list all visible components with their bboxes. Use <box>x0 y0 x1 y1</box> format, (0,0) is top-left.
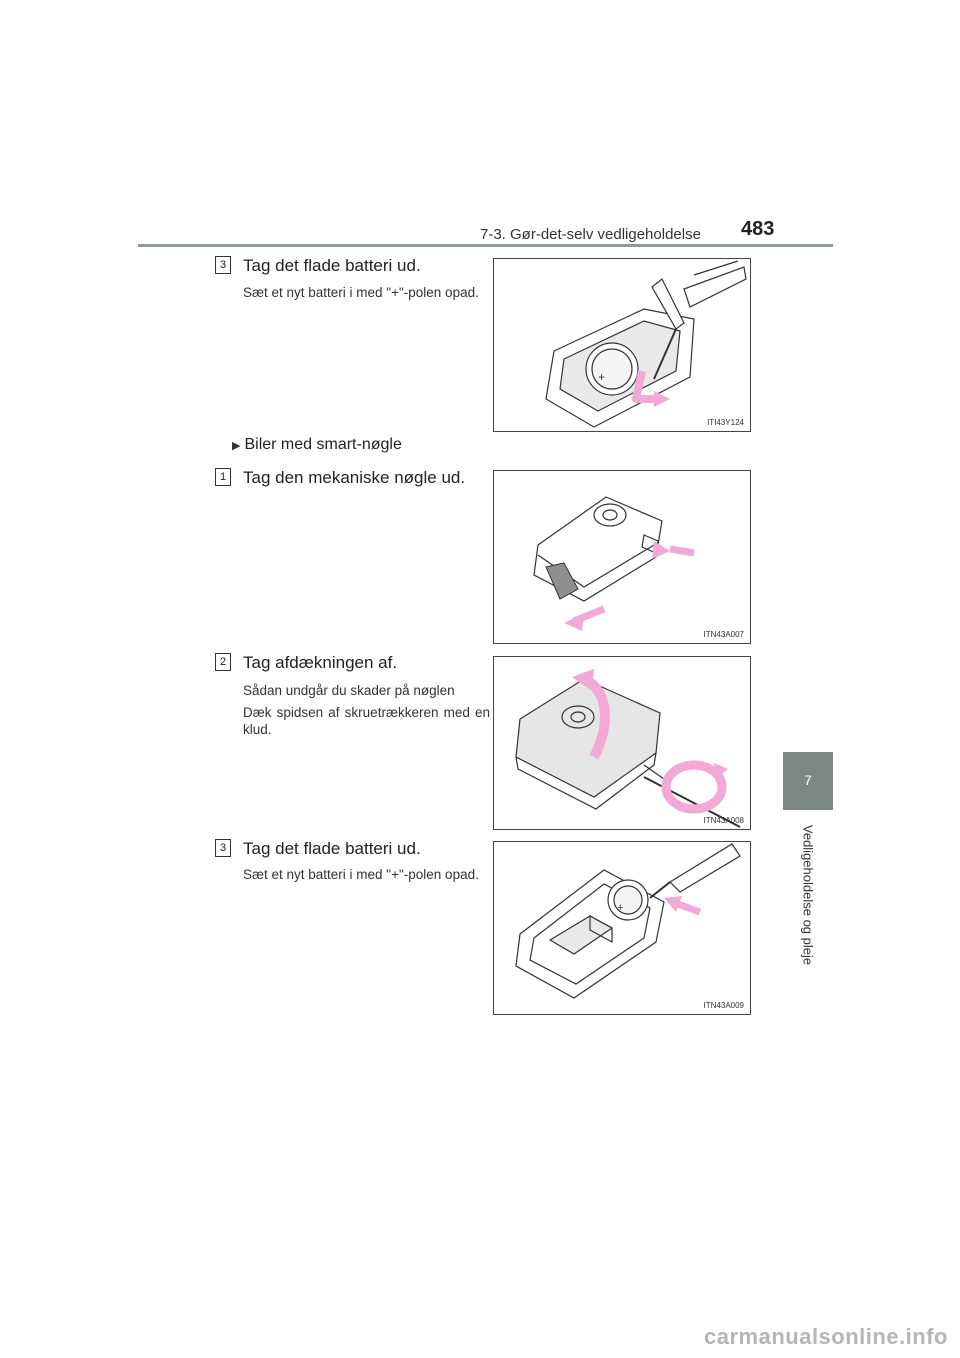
step-number: 3 <box>215 839 231 857</box>
figure-code: ITN43A007 <box>703 630 744 639</box>
svg-text:+: + <box>617 902 623 914</box>
svg-text:+: + <box>598 370 605 384</box>
chapter-tab: 7 <box>783 752 833 810</box>
subheading-text: Biler med smart-nøgle <box>244 436 402 453</box>
step-title: Tag det flade batteri ud. <box>243 256 421 275</box>
illustration <box>515 669 741 828</box>
figure-remove-cover: ITN43A008 <box>493 656 751 830</box>
watermark: carmanualsonline.info <box>704 1324 948 1349</box>
step-body: Sådan undgår du skader på nøglen <box>243 683 455 698</box>
figure-remove-mechanical-key: ITN43A007 <box>493 470 751 644</box>
section-title: 7-3. Gør-det-selv vedligeholdelse <box>480 226 701 243</box>
step-body: Dæk spidsen af skruetrækkeren med en klu… <box>243 705 490 737</box>
header-divider <box>138 244 833 247</box>
step-number: 1 <box>215 468 231 486</box>
chapter-number: 7 <box>804 772 812 788</box>
step-number: 2 <box>215 653 231 671</box>
illustration: + <box>515 843 741 999</box>
figure-remove-battery-smart-key: + ITN43A009 <box>493 841 751 1015</box>
step-title: Tag afdækningen af. <box>243 653 398 672</box>
illustration: + <box>545 260 747 428</box>
illustration <box>533 496 695 631</box>
figure-code: ITI43Y124 <box>707 418 744 427</box>
figure-code: ITN43A008 <box>703 816 744 825</box>
step-body: Sæt et nyt batteri i med "+"-polen opad. <box>243 285 479 300</box>
chapter-title: Vedligeholdelse og pleje <box>800 824 816 966</box>
triangle-icon: ▶ <box>232 440 241 452</box>
step-number: 3 <box>215 256 231 274</box>
figure-remove-battery: + ITI43Y124 <box>493 258 751 432</box>
step-title: Tag det flade batteri ud. <box>243 839 421 858</box>
step-body: Sæt et nyt batteri i med "+"-polen opad. <box>243 867 479 882</box>
page-number: 483 <box>741 218 775 240</box>
subheading: ▶Biler med smart-nøgle <box>232 436 402 454</box>
figure-code: ITN43A009 <box>703 1001 744 1010</box>
step-title: Tag den mekaniske nøgle ud. <box>243 468 466 487</box>
